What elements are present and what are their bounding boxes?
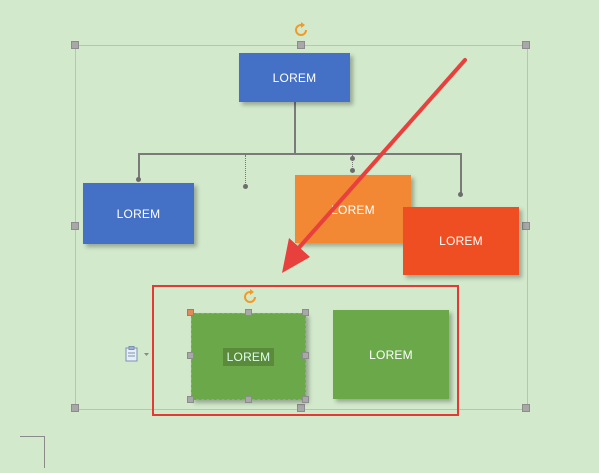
node-green-right-label: LOREM bbox=[369, 347, 413, 362]
resize-handle-top-right[interactable] bbox=[522, 41, 530, 49]
resize-handle-bottom[interactable] bbox=[297, 404, 305, 412]
connector-drop-orange bbox=[352, 155, 353, 167]
resize-handle-bottom-right[interactable] bbox=[522, 404, 530, 412]
paste-options-icon[interactable] bbox=[125, 346, 151, 362]
highlight-frame bbox=[152, 285, 459, 416]
green-handle-bottom-left[interactable] bbox=[187, 396, 194, 403]
connector-dot-left bbox=[136, 177, 141, 182]
connector-vertical-top bbox=[294, 102, 296, 154]
page-corner-mark-v bbox=[44, 436, 45, 468]
rotate-handle-icon[interactable] bbox=[293, 22, 309, 38]
node-left[interactable]: LOREM bbox=[83, 183, 194, 244]
resize-handle-left[interactable] bbox=[71, 222, 79, 230]
node-orange-label: LOREM bbox=[331, 203, 375, 217]
connector-dot-orange bbox=[350, 156, 355, 161]
node-top-label: LOREM bbox=[272, 70, 317, 85]
connector-dot-orange-lower bbox=[350, 168, 355, 173]
red-arrow-annotation bbox=[282, 58, 467, 273]
node-red-label: LOREM bbox=[439, 234, 483, 248]
node-green-selected-label[interactable]: LOREM bbox=[222, 347, 275, 366]
green-handle-left[interactable] bbox=[187, 352, 194, 359]
resize-handle-bottom-left[interactable] bbox=[71, 404, 79, 412]
page-corner-mark bbox=[18, 436, 44, 466]
node-top[interactable]: LOREM bbox=[239, 53, 350, 102]
page-corner-mark-h bbox=[20, 436, 44, 437]
node-left-label: LOREM bbox=[116, 206, 161, 221]
green-handle-top-left[interactable] bbox=[187, 309, 194, 316]
connector-drop-mid bbox=[245, 155, 246, 185]
green-handle-bottom[interactable] bbox=[245, 396, 252, 403]
green-handle-bottom-right[interactable] bbox=[302, 396, 309, 403]
green-handle-top[interactable] bbox=[245, 309, 252, 316]
node-green-right[interactable]: LOREM bbox=[333, 310, 449, 399]
resize-handle-right[interactable] bbox=[522, 222, 530, 230]
connector-drop-left bbox=[138, 153, 140, 179]
green-handle-top-right[interactable] bbox=[302, 309, 309, 316]
node-green-selected[interactable]: LOREM bbox=[191, 313, 306, 400]
connector-drop-right bbox=[460, 153, 462, 193]
resize-handle-top[interactable] bbox=[297, 41, 305, 49]
node-red[interactable]: LOREM bbox=[403, 207, 519, 275]
green-handle-right[interactable] bbox=[302, 352, 309, 359]
connector-dot-right bbox=[458, 192, 463, 197]
connector-dot-mid bbox=[243, 184, 248, 189]
green-rotate-handle-icon[interactable] bbox=[242, 289, 258, 305]
connector-horizontal bbox=[139, 153, 461, 155]
resize-handle-top-left[interactable] bbox=[71, 41, 79, 49]
